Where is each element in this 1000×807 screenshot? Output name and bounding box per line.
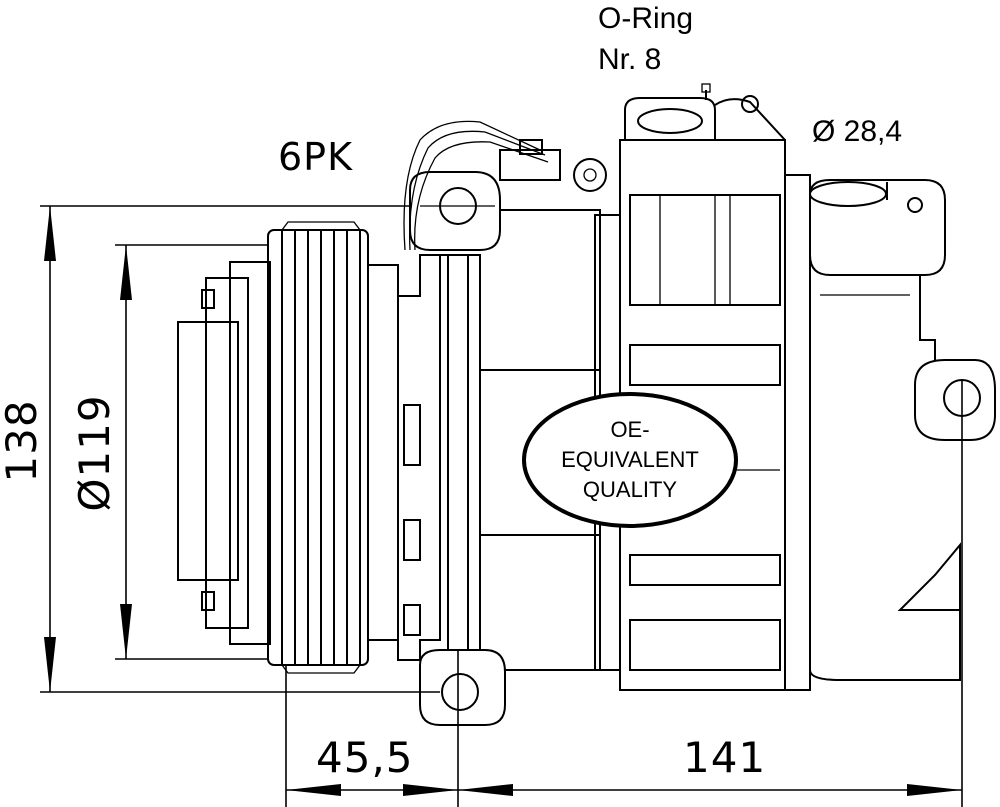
clutch-front-plate <box>177 261 271 645</box>
pulley-diameter-label: Ø119 <box>70 394 119 512</box>
height-dimension-label: 138 <box>0 399 46 483</box>
oring-label-line1: O-Ring <box>598 2 694 35</box>
wiring-harness <box>403 120 607 251</box>
bottom-mounting-ear <box>419 649 506 726</box>
rear-body <box>619 83 786 691</box>
oring-label-line2: Nr. 8 <box>598 43 662 76</box>
seal-line3: QUALITY <box>582 477 678 502</box>
rear-port <box>785 174 961 691</box>
dimension-length-141 <box>458 380 963 807</box>
dimension-pulley-119 <box>115 244 268 660</box>
offset-dimension-label: 45,5 <box>316 733 414 782</box>
dimension-height-138 <box>40 205 440 693</box>
top-mounting-ear <box>409 171 501 251</box>
dimension-offset-45-5 <box>285 650 459 807</box>
belt-type-label: 6PK <box>278 135 354 179</box>
pulley-6pk <box>267 221 399 674</box>
length-dimension-label: 141 <box>683 733 767 782</box>
seal-line1: OE- <box>610 417 650 442</box>
oe-seal <box>522 392 738 528</box>
seal-line2: EQUIVALENT <box>561 447 699 472</box>
port-diameter-label: Ø 28,4 <box>812 115 903 148</box>
right-mounting-ear <box>914 359 996 441</box>
